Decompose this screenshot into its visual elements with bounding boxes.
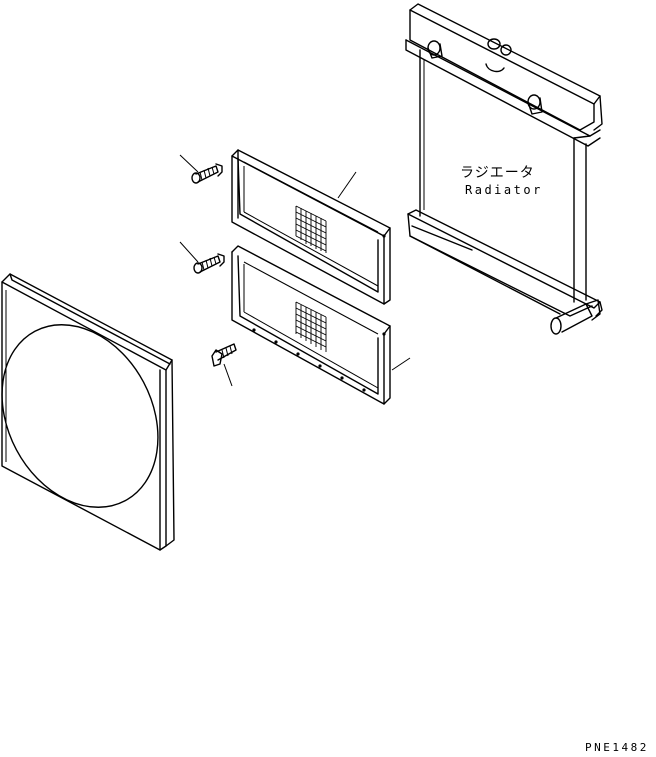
bolt-3 bbox=[211, 343, 237, 367]
bolt-1 bbox=[191, 163, 223, 184]
radiator-label-japanese: ラジエータ bbox=[460, 165, 535, 181]
lower-guard-panel bbox=[231, 245, 391, 405]
upper-mesh bbox=[295, 205, 327, 253]
radiator-label-english: Radiator bbox=[465, 183, 543, 197]
upper-guard-panel bbox=[231, 149, 391, 305]
bolt-2 bbox=[193, 253, 225, 274]
lower-mesh bbox=[295, 301, 327, 352]
leader-lines bbox=[179, 154, 411, 387]
fan-shroud bbox=[1, 273, 175, 551]
radiator bbox=[405, 3, 603, 335]
drawing-code: PNE1482 bbox=[585, 741, 649, 754]
